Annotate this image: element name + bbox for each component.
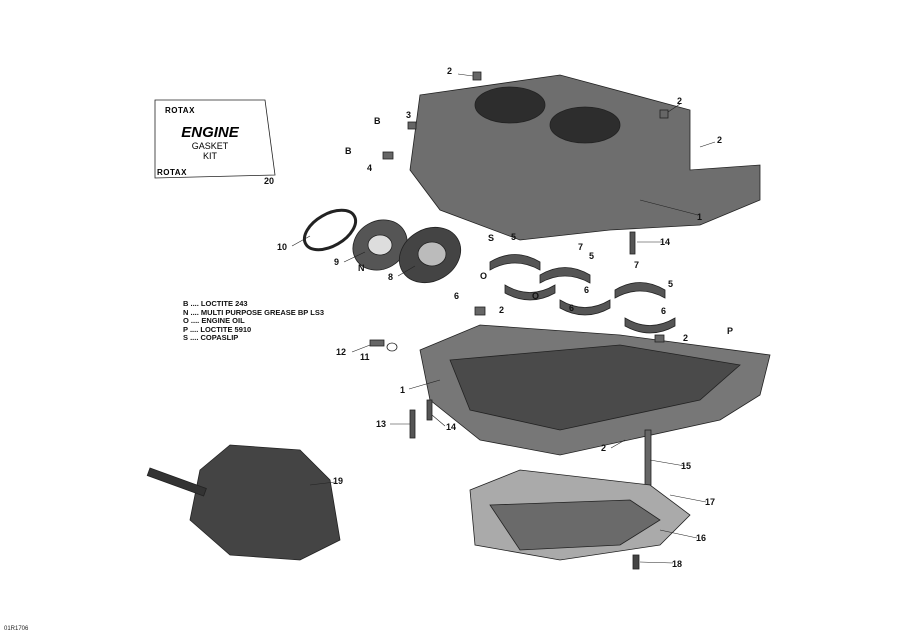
- legend: B .... LOCTITE 243 N .... MULTI PURPOSE …: [183, 299, 324, 343]
- callout: 2: [717, 135, 723, 145]
- callout: 6: [454, 291, 460, 301]
- callout: 7: [634, 260, 640, 270]
- callout: 7: [578, 242, 584, 252]
- legend-item: B .... LOCTITE 243: [183, 299, 248, 308]
- callout: 17: [705, 497, 716, 507]
- callout: 3: [406, 110, 412, 120]
- kit-subtitle-2: KIT: [202, 151, 217, 161]
- callout: 15: [681, 461, 692, 471]
- callout: 10: [277, 242, 288, 252]
- callout: 1: [400, 385, 406, 395]
- callout: O: [532, 291, 540, 301]
- callout: N: [358, 263, 365, 273]
- callout: 16: [696, 533, 707, 543]
- callout: 6: [584, 285, 590, 295]
- callout: 6: [569, 303, 575, 313]
- callout: 4: [367, 163, 373, 173]
- callout: 5: [668, 279, 674, 289]
- callout: 5: [589, 251, 595, 261]
- cylinder-bore: [474, 86, 546, 124]
- callout: 5: [511, 232, 517, 242]
- callout: 18: [672, 559, 683, 569]
- legend-item: S .... COPASLIP: [183, 333, 239, 343]
- callout: B: [345, 146, 352, 156]
- callout: 11: [360, 352, 370, 362]
- callout: 8: [388, 272, 394, 282]
- callout: 14: [660, 237, 671, 247]
- callout: P: [727, 326, 734, 336]
- callout: 9: [334, 257, 340, 267]
- callout: 2: [499, 305, 505, 315]
- callout: 2: [447, 66, 453, 76]
- legend-item: O .... ENGINE OIL: [183, 316, 245, 326]
- circlip: [302, 208, 358, 252]
- callout: 1: [697, 212, 703, 222]
- engine-assembly: [189, 444, 341, 561]
- callout: 2: [601, 443, 607, 453]
- legend-item: N .... MULTI PURPOSE GREASE BP LS3: [183, 307, 324, 317]
- kit-brand-bottom: ROTAX: [157, 168, 187, 177]
- cylinder-block: [409, 74, 761, 241]
- callout: 2: [677, 96, 683, 106]
- callout: 12: [336, 347, 347, 357]
- diagram-code: 01R1706: [4, 626, 29, 632]
- legend-item: P .... LOCTITE 5910: [183, 324, 252, 334]
- callout: 6: [661, 306, 667, 316]
- callout: 13: [376, 419, 387, 429]
- cylinder-bore: [549, 106, 621, 144]
- callout: 2: [683, 333, 689, 343]
- callout: 19: [333, 476, 344, 486]
- callout: S: [488, 233, 495, 243]
- callout: 20: [264, 176, 275, 186]
- callout: 14: [446, 422, 457, 432]
- kit-subtitle-1: GASKET: [191, 141, 229, 151]
- kit-brand-top: ROTAX: [165, 106, 195, 115]
- callout: B: [374, 116, 381, 126]
- callout: O: [480, 271, 488, 281]
- kit-title: ENGINE: [181, 124, 239, 141]
